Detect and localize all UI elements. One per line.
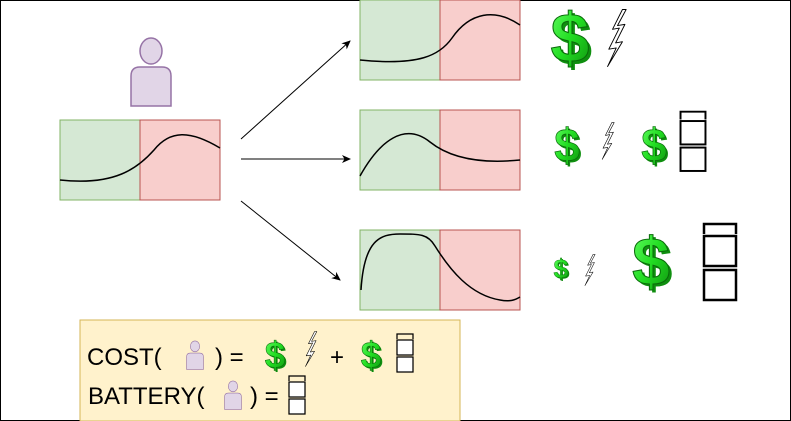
scenario-chart-1 (359, 0, 521, 81)
cost-label-prefix: COST( (87, 344, 162, 371)
dollar-icon (631, 223, 674, 304)
red-zone (439, 229, 521, 311)
battery-icon (288, 375, 306, 415)
source-chart (59, 119, 221, 201)
arrow-icon (240, 40, 351, 140)
dollar-icon (640, 118, 669, 174)
dollar-icon (553, 118, 582, 174)
usage-curve (359, 132, 521, 177)
plus-sign: + (330, 344, 344, 371)
battery-icon (702, 222, 738, 302)
green-zone (59, 119, 141, 201)
legend-box: COST( ) = + BATTERY( ) = (79, 319, 461, 421)
red-zone (139, 119, 221, 201)
battery-label-prefix: BATTERY( (88, 383, 204, 410)
red-zone (439, 109, 521, 191)
arrow-icon (240, 200, 341, 281)
green-zone (359, 0, 441, 81)
battery-icon (679, 110, 707, 172)
cost-label-close: ) = (215, 344, 244, 371)
green-zone (359, 109, 441, 191)
battery-icon (396, 333, 414, 373)
red-zone (439, 0, 521, 81)
usage-curve (59, 134, 221, 182)
dollar-icon (264, 334, 288, 378)
dollar-icon (360, 334, 384, 378)
green-zone (359, 229, 441, 311)
dollar-icon (553, 253, 570, 286)
scenario-chart-3 (359, 229, 521, 311)
battery-label-close: ) = (250, 383, 279, 410)
scenario-chart-2 (359, 109, 521, 191)
dollar-icon (550, 0, 593, 81)
usage-curve (359, 13, 521, 63)
usage-curve (360, 233, 521, 302)
